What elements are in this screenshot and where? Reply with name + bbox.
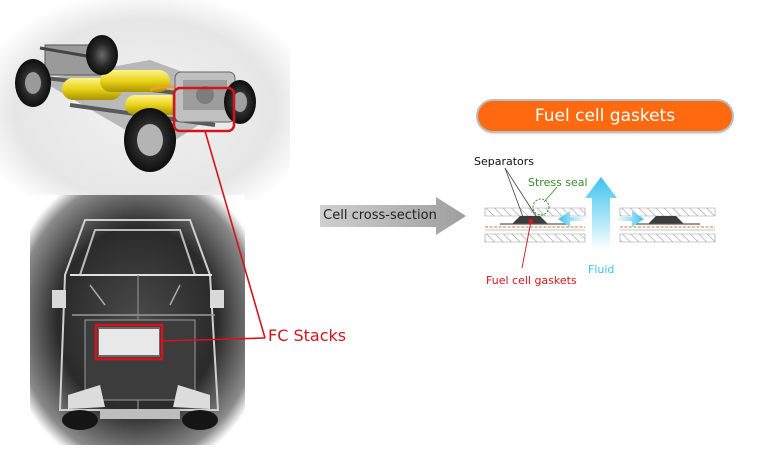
right-gasket bbox=[648, 216, 684, 224]
separators-label: Separators bbox=[474, 155, 534, 168]
stress-seal-marker bbox=[532, 198, 550, 216]
fc-stacks-label: FC Stacks bbox=[268, 326, 347, 345]
fuel-cell-gaskets-title: Fuel cell gaskets bbox=[478, 101, 732, 131]
fc-stack-highlight-top bbox=[172, 86, 236, 133]
car-body-frame-photo bbox=[30, 195, 245, 445]
fuel-cell-gaskets-label: Fuel cell gaskets bbox=[486, 274, 577, 287]
stress-seal-label: Stress seal bbox=[528, 176, 588, 189]
cell-cross-section-diagram: Separators Stress seal Fuel cell gaskets… bbox=[474, 155, 716, 287]
fc-stack-highlight-bottom bbox=[94, 323, 164, 361]
cell-cross-section-label: Cell cross-section bbox=[323, 208, 437, 223]
cell-cross-section-arrow bbox=[320, 197, 466, 235]
car-chassis-photo bbox=[0, 0, 290, 200]
fluid-label: Fluid bbox=[588, 263, 614, 276]
fluid-arrows bbox=[558, 177, 644, 250]
right-separator-plates bbox=[619, 207, 716, 243]
